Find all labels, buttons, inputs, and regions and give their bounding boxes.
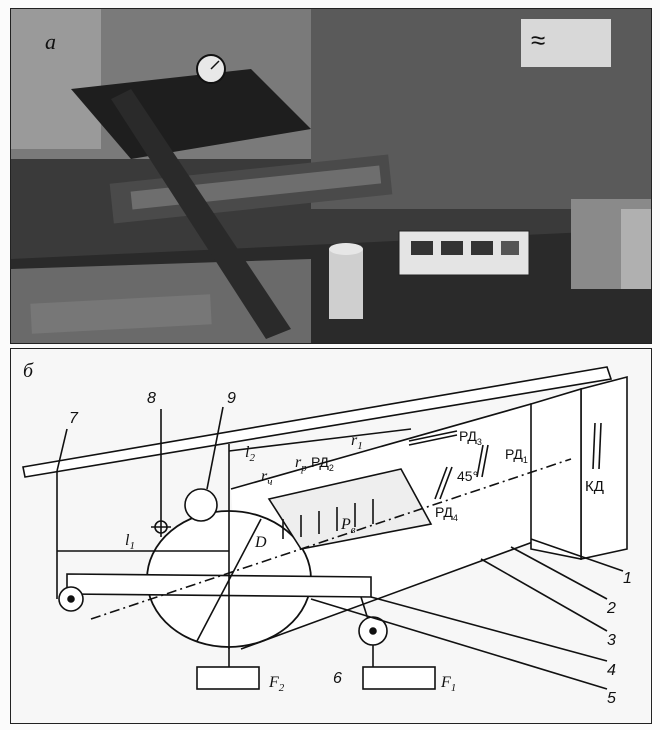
- callout-5: 5: [607, 690, 616, 707]
- label-rd3: РД3: [459, 428, 482, 447]
- symbol-l1: l1: [125, 532, 135, 552]
- callout-1: 1: [623, 570, 632, 587]
- symbol-l2: l2: [245, 444, 255, 464]
- schematic-drawing: б 1 2 3 4 5 6 7 8 9 l1 l2 D rч rр r1 Pв …: [22, 360, 632, 707]
- photo-test-rig: ≈: [11, 9, 651, 343]
- callout-4: 4: [607, 662, 616, 679]
- symbol-D: D: [254, 534, 267, 551]
- symbol-F2: F2: [268, 674, 285, 694]
- symbol-F1: F1: [440, 674, 456, 694]
- symbol-P: Pв: [340, 516, 356, 536]
- photo-panel-a: ≈: [10, 8, 652, 344]
- schematic-panel-b: б 1 2 3 4 5 6 7 8 9 l1 l2 D rч rр r1 Pв …: [10, 348, 652, 724]
- panel-a-label: а: [45, 29, 56, 54]
- panel-a-label-box: а: [45, 29, 56, 54]
- label-rd1: РД1: [505, 446, 528, 465]
- callout-6: 6: [333, 670, 342, 687]
- symbol-r-p: rр: [295, 454, 307, 474]
- label-rd2: РД2: [311, 454, 334, 473]
- callout-2: 2: [606, 600, 616, 617]
- angle-label: 45°: [457, 468, 478, 484]
- symbol-r-1: r1: [351, 432, 363, 452]
- callout-8: 8: [147, 390, 156, 407]
- callout-9: 9: [227, 390, 236, 407]
- callout-3: 3: [607, 632, 616, 649]
- label-kd: КД: [585, 478, 604, 495]
- svg-text:≈: ≈: [531, 25, 545, 55]
- label-rd4: РД4: [435, 504, 458, 523]
- symbol-r-ch: rч: [261, 468, 272, 488]
- callout-7: 7: [69, 410, 79, 427]
- panel-b-label: б: [23, 360, 34, 382]
